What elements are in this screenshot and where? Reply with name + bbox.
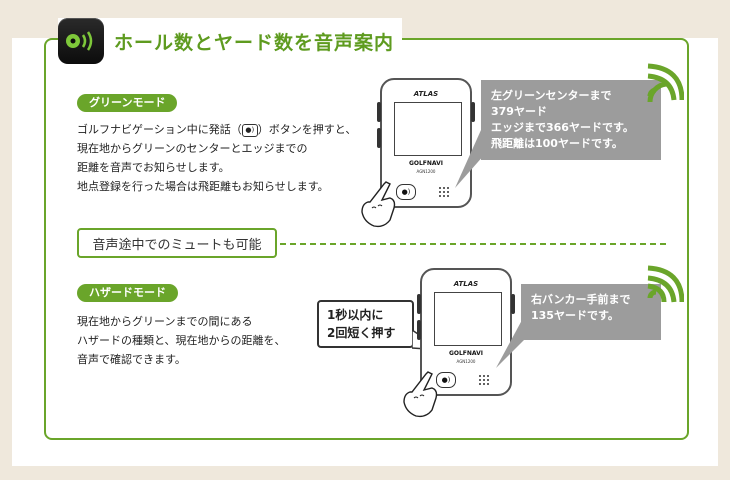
bubble-line: 右バンカー手前まで xyxy=(531,293,631,306)
device-name: GOLFNAVI xyxy=(408,160,444,167)
green-desc-line-2: 現在地からグリーンのセンターとエッジまでの xyxy=(77,142,308,155)
talk-button-icon: ●) xyxy=(241,123,258,137)
header: ホール数とヤード数を音声案内 xyxy=(58,18,403,64)
speaker-grille xyxy=(478,374,490,386)
side-button xyxy=(417,294,421,314)
side-button xyxy=(377,128,381,148)
device-brand: ATLAS xyxy=(453,280,479,288)
green-mode-description: ゴルフナビゲーション中に発話（●)）ボタンを押すと、 現在地からグリーンのセンタ… xyxy=(77,120,356,196)
bubble-line: 135ヤードです。 xyxy=(531,309,619,322)
side-button xyxy=(511,294,515,314)
device-name: GOLFNAVI xyxy=(448,350,484,357)
green-desc-line-3: 距離を音声でお知らせします。 xyxy=(77,161,230,174)
talk-button[interactable]: ●) xyxy=(396,184,416,200)
callout-line: 1秒以内に xyxy=(327,308,384,322)
callout-line: 2回短く押す xyxy=(327,326,396,340)
green-voice-bubble: 左グリーンセンターまで 379ヤード エッジまで366ヤードです。 飛距離は10… xyxy=(481,80,661,160)
bubble-line: 左グリーンセンターまで xyxy=(491,89,612,102)
golf-navi-device-hazard: ATLAS GOLFNAVI AGN1200 ●) xyxy=(417,268,515,396)
device-screen xyxy=(434,292,502,346)
bubble-tail xyxy=(455,130,485,188)
speaker-grille xyxy=(438,186,450,198)
bubble-line: エッジまで366ヤードです。 xyxy=(491,121,634,134)
bubble-line: 飛距離は100ヤードです。 xyxy=(491,137,623,150)
hand-pointer-icon xyxy=(361,181,396,228)
hazard-mode-badge: ハザードモード xyxy=(77,284,178,302)
green-desc-line-4: 地点登録を行った場合は飛距離もお知らせします。 xyxy=(77,180,329,193)
talk-button[interactable]: ●) xyxy=(436,372,456,388)
mute-note-label: 音声途中でのミュートも可能 xyxy=(92,237,262,253)
side-button xyxy=(417,320,421,340)
device-screen xyxy=(394,102,462,156)
hazard-desc-line-1: 現在地からグリーンまでの間にある xyxy=(77,315,253,328)
speaker-wave-icon xyxy=(58,18,104,64)
hazard-mode-description: 現在地からグリーンまでの間にある ハザードの種類と、現在地からの距離を、 音声で… xyxy=(77,312,286,369)
page-title: ホール数とヤード数を音声案内 xyxy=(114,31,395,54)
hand-pointer-icon xyxy=(403,371,438,418)
side-button xyxy=(377,102,381,122)
bubble-line: 379ヤード xyxy=(491,105,547,118)
mute-note: 音声途中でのミュートも可能 xyxy=(77,228,277,258)
green-desc-line-1: ゴルフナビゲーション中に発話（●)）ボタンを押すと、 xyxy=(77,123,357,137)
double-press-callout: 1秒以内に 2回短く押す xyxy=(317,300,414,348)
side-button xyxy=(471,102,475,122)
hazard-desc-line-3: 音声で確認できます。 xyxy=(77,353,186,366)
golf-navi-device-green: ATLAS GOLFNAVI AGN1200 ●) xyxy=(377,78,475,208)
device-model: AGN1200 xyxy=(456,359,476,364)
green-mode-badge: グリーンモード xyxy=(77,94,178,112)
device-brand: ATLAS xyxy=(413,90,439,98)
sound-wave-icon xyxy=(647,63,684,102)
hazard-voice-bubble: 右バンカー手前まで 135ヤードです。 xyxy=(521,284,661,340)
bubble-tail xyxy=(496,320,528,368)
section-divider xyxy=(280,243,666,245)
device-model: AGN1200 xyxy=(416,169,436,174)
sound-wave-icon xyxy=(647,265,684,303)
hazard-desc-line-2: ハザードの種類と、現在地からの距離を、 xyxy=(77,334,286,347)
